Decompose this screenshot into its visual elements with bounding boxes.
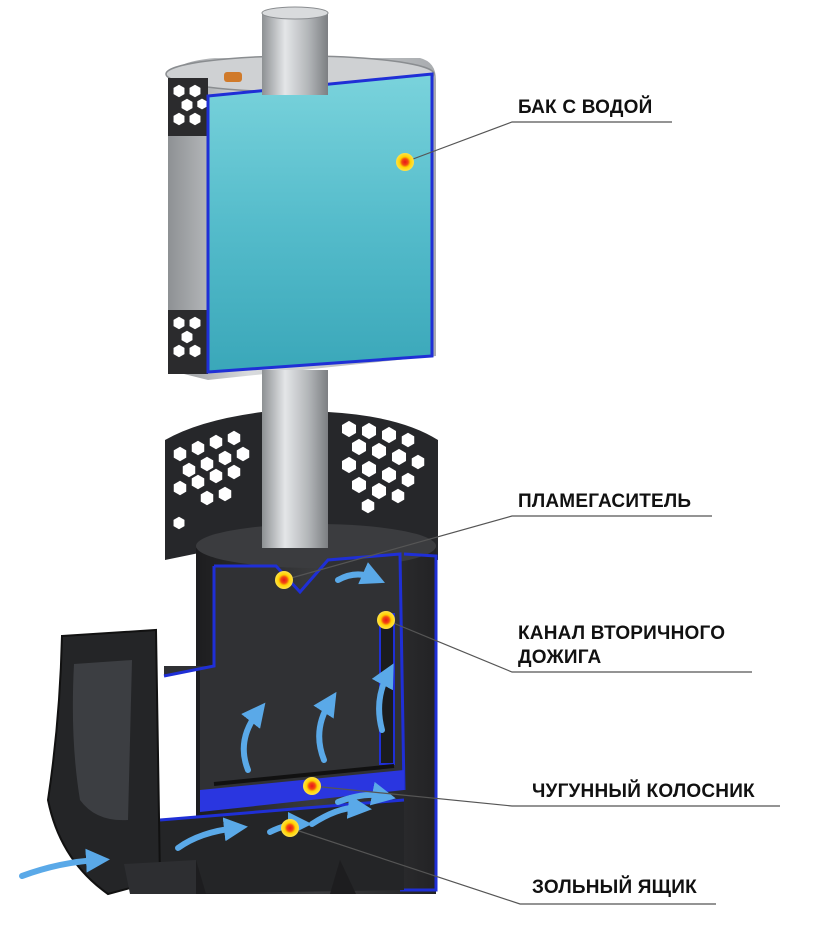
water-cutaway-outline [206,72,434,374]
mesh-screen-left [165,412,262,560]
tank-hex-perforation-top [168,78,208,136]
callout-dot-icon [281,819,299,837]
callout-dot-icon [377,611,395,629]
leader-line-flame-arrester [283,515,712,581]
label-afterburn-channel-line1: КАНАЛ ВТОРИЧНОГО [518,623,726,644]
leader-line-afterburn-channel [385,619,752,673]
airflow-arrow-icon [19,848,110,879]
stove-leg-right [330,860,356,894]
label-afterburn-channel: КАНАЛ ВТОРИЧНОГО ДОЖИГА [518,622,725,670]
airflow-arrow-icon [309,794,372,827]
airflow-arrow-icon [175,817,248,851]
tank-fill-cap [224,72,242,82]
callout-markers [275,153,414,837]
airflow-arrow-icon [335,781,396,806]
airflow-arrow-icon [371,663,394,733]
airflow-arrow-icon [313,691,337,763]
callout-dot-icon [303,777,321,795]
water-tank [165,55,436,380]
tank-hex-perforation-bottom [168,310,208,374]
leader-line-grate [311,785,780,807]
firebox-door [46,628,196,896]
label-water-tank: БАК С ВОДОЙ [518,97,653,118]
pipe-collar [262,500,328,548]
leader-line-ash-box [289,827,716,905]
leader-line-water-tank [404,121,672,163]
callout-dot-icon [275,571,293,589]
label-flame-arrester: ПЛАМЕГАСИТЕЛЬ [518,491,692,512]
label-ash-box: ЗОЛЬНЫЙ ЯЩИК [532,877,697,898]
label-cast-iron-grate: ЧУГУННЫЙ КОЛОСНИК [532,781,755,802]
callout-dot-icon [396,153,414,171]
label-afterburn-channel-line2: ДОЖИГА [518,647,602,668]
door-glass [72,660,132,821]
airflow-arrows [19,562,396,879]
airflow-arrow-icon [240,702,266,773]
water-volume [208,74,432,372]
ash-box-handle [124,860,196,894]
airflow-arrow-icon [335,562,385,585]
cast-iron-grate [200,770,404,812]
leader-lines [283,121,780,905]
firebox-cutaway-outline [214,552,406,791]
firebox-interior [164,554,404,800]
